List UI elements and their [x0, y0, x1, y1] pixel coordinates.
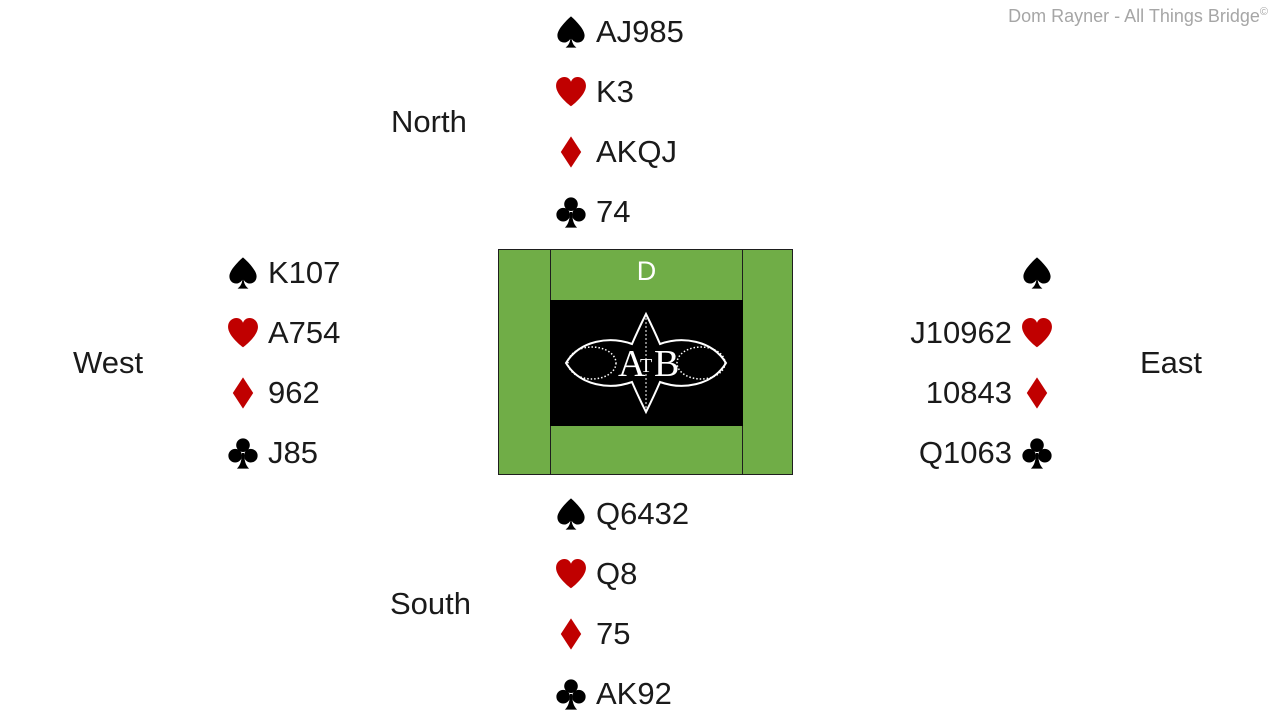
west-hearts-row: A754: [226, 313, 340, 353]
east-clubs: Q1063: [918, 435, 1012, 470]
south-spades-row: Q6432: [554, 494, 689, 534]
west-clubs-row: J85: [226, 433, 318, 473]
dealer-marker: D: [636, 256, 657, 286]
east-hearts-row: J10962: [910, 313, 1054, 353]
atb-logo: A T B: [550, 300, 743, 426]
heart-icon: [554, 75, 588, 109]
south-clubs-row: AK92: [554, 674, 672, 714]
logo-letter-t: T: [640, 355, 652, 377]
east-clubs-row: Q1063: [919, 433, 1054, 473]
heart-icon: [554, 557, 588, 591]
north-diamonds-row: AKQJ: [554, 132, 677, 172]
heart-icon: [226, 316, 260, 350]
west-diamonds: 962: [268, 375, 320, 410]
east-diamonds: 10843: [925, 375, 1012, 410]
logo-letter-a: A: [618, 343, 646, 385]
west-spades: K107: [268, 255, 341, 290]
club-icon: [1020, 436, 1054, 470]
east-diamonds-row: 10843: [926, 373, 1054, 413]
club-icon: [226, 436, 260, 470]
diamond-icon: [554, 135, 588, 169]
club-icon: [554, 677, 588, 711]
east-spades-row: [1012, 253, 1054, 293]
east-hand: J10962 10843 Q1063: [754, 253, 1054, 473]
logo-letter-b: B: [654, 343, 679, 385]
north-hearts: K3: [596, 74, 634, 109]
spade-icon: [1020, 256, 1054, 290]
heart-icon: [1020, 316, 1054, 350]
seat-label-north: North: [391, 104, 467, 139]
north-clubs-row: 74: [554, 192, 630, 232]
south-hearts-row: Q8: [554, 554, 637, 594]
north-spades: AJ985: [596, 14, 684, 49]
bridge-table: D A T B: [498, 249, 793, 475]
club-icon: [554, 195, 588, 229]
spade-icon: [554, 15, 588, 49]
west-spades-row: K107: [226, 253, 340, 293]
seat-label-south: South: [390, 586, 472, 621]
west-diamonds-row: 962: [226, 373, 320, 413]
seat-label-west: West: [73, 345, 144, 380]
north-spades-row: AJ985: [554, 12, 684, 52]
west-clubs: J85: [268, 435, 318, 470]
spade-icon: [226, 256, 260, 290]
east-hearts: J10962: [910, 315, 1012, 350]
seat-label-east: East: [1140, 345, 1203, 380]
south-hearts: Q8: [596, 556, 638, 591]
diamond-icon: [554, 617, 588, 651]
north-clubs: 74: [596, 194, 631, 229]
diamond-icon: [1020, 376, 1054, 410]
west-hearts: A754: [268, 315, 341, 350]
south-diamonds: 75: [596, 616, 631, 651]
south-spades: Q6432: [596, 496, 690, 531]
diamond-icon: [226, 376, 260, 410]
credit-text: Dom Rayner - All Things Bridge©: [1008, 6, 1268, 26]
south-diamonds-row: 75: [554, 614, 630, 654]
atb-logo-graphic: A T B: [564, 311, 728, 415]
spade-icon: [554, 497, 588, 531]
south-clubs: AK92: [596, 676, 672, 711]
north-diamonds: AKQJ: [596, 134, 677, 169]
north-hearts-row: K3: [554, 72, 634, 112]
